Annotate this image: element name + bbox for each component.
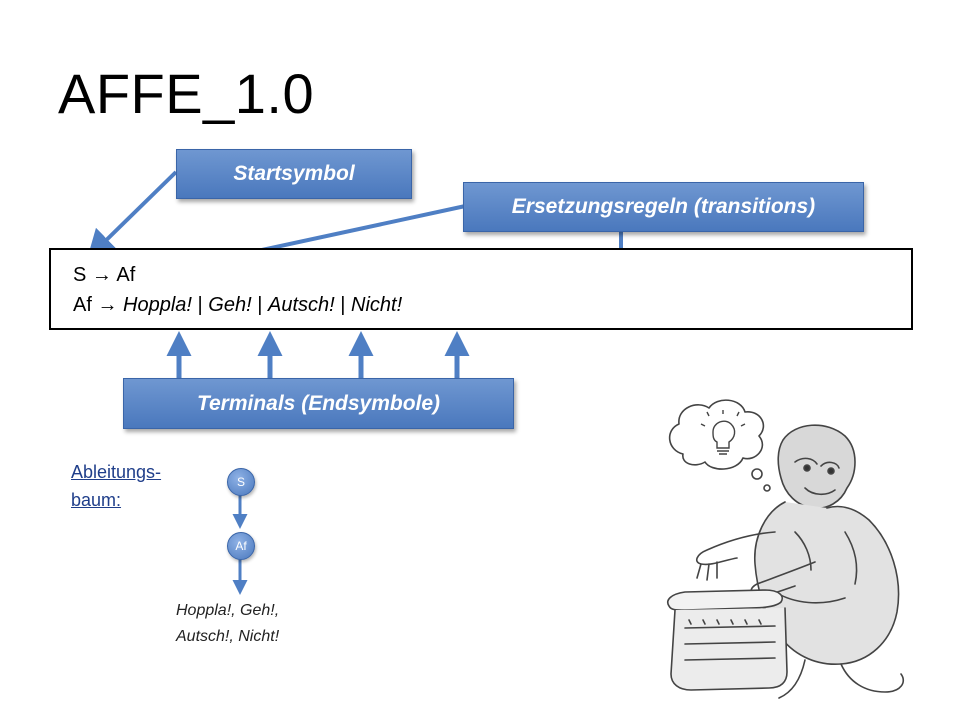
arrow-startsymbol-to-s [87,170,178,259]
grammar-rule-2: Af → Hoppla! | Geh! | Autsch! | Nicht! [73,294,402,317]
tree-node-s: S [227,468,255,496]
terminal-nicht: Nicht! [351,294,403,316]
derivation-tree-heading[interactable]: Ableitungs- baum: [71,458,211,514]
terminals-label: Terminals (Endsymbole) [123,378,514,429]
separator: | [197,294,203,316]
tree-leaves-line2: Autsch!, Nicht! [176,628,280,645]
lightbulb-icon [700,410,746,455]
rule2-lhs: Af [73,294,92,316]
derivation-heading-line2: baum: [71,490,122,510]
startsymbol-label: Startsymbol [176,149,412,199]
terminal-autsch: Autsch! [267,294,335,316]
derivation-heading-line1: Ableitungs- [71,462,162,482]
page-title: AFFE_1.0 [58,62,315,125]
rule2-arrow-icon: → [97,294,118,316]
grammar-box: S → Af Af → Hoppla! | Geh! | Autsch! | N… [49,248,913,330]
terminal-geh: Geh! [208,294,252,316]
tree-leaves-line1: Hoppla!, Geh!, [176,602,280,619]
rule1-rhs: Af [116,264,136,286]
separator: | [340,294,346,316]
monkey-at-typewriter-icon [667,399,905,699]
grammar-rule-1: S → Af [73,264,135,287]
terminal-hoppla: Hoppla! [123,294,192,316]
rule1-arrow-icon: → [91,264,112,286]
tree-node-af: Af [227,532,255,560]
tree-leaves: Hoppla!, Geh!, Autsch!, Nicht! [176,598,279,650]
ersetzungsregeln-label: Ersetzungsregeln (transitions) [463,182,864,232]
separator: | [257,294,263,316]
rule1-lhs: S [73,264,87,286]
